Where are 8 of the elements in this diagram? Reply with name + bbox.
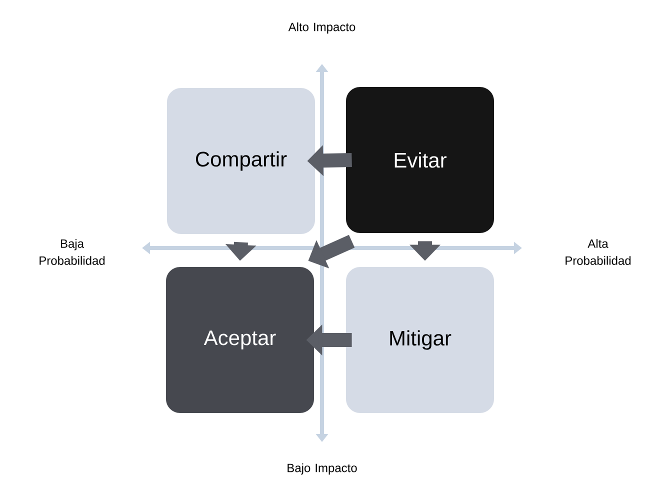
- axis-label: Bajo Impacto: [288, 463, 357, 475]
- axis-label: Alta Probabilidad: [566, 239, 631, 265]
- quadrant-box: Mitigar: [346, 267, 494, 413]
- quadrant-box: Compartir: [167, 88, 315, 234]
- quadrant-box: Evitar: [346, 87, 494, 233]
- axis-label: Baja Probabilidad: [40, 239, 105, 265]
- quadrant-box: Aceptar: [166, 267, 314, 413]
- axis-label: Alto Impacto: [288, 22, 356, 34]
